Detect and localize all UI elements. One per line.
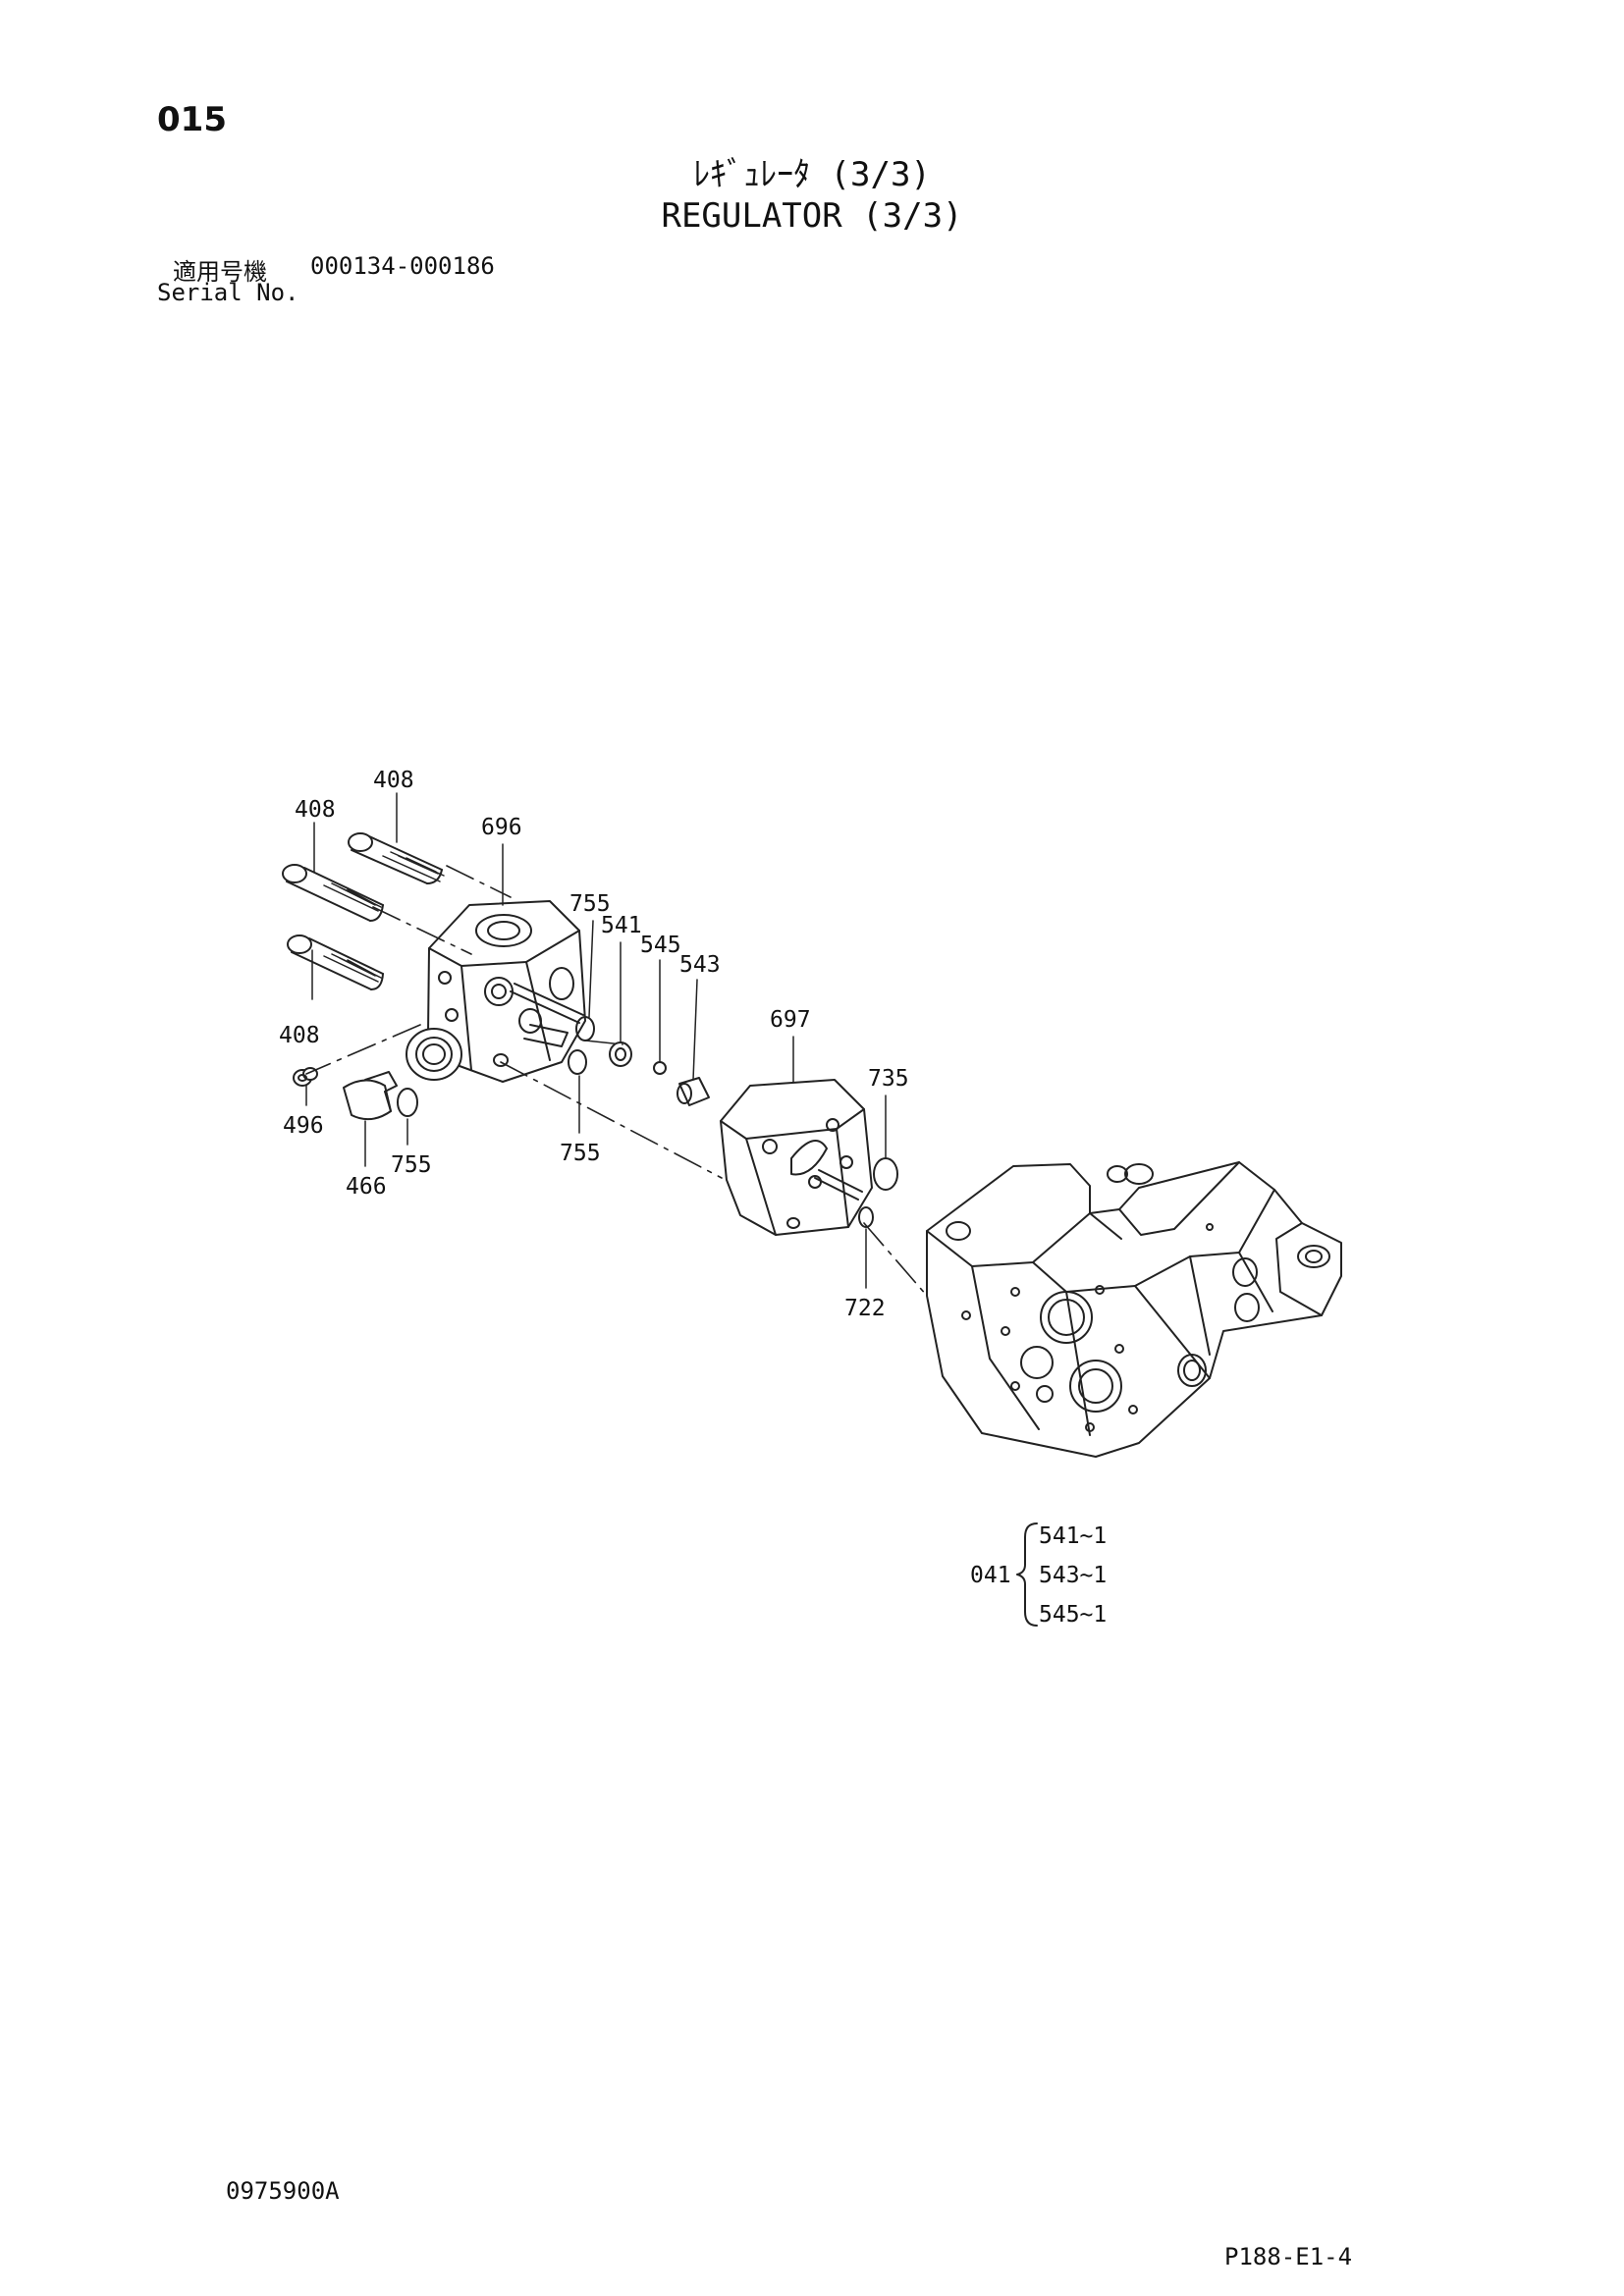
serial-label-english: Serial No. bbox=[157, 279, 299, 306]
callout-755-lower: 755 bbox=[560, 1141, 601, 1166]
bolt-408-lower bbox=[287, 934, 384, 990]
callout-696: 696 bbox=[481, 815, 522, 840]
oring-755-small bbox=[397, 1088, 418, 1117]
pin-shaft bbox=[510, 983, 584, 1024]
kit-item-543: 543~1 bbox=[1039, 1563, 1107, 1588]
page-number: 015 bbox=[157, 100, 227, 139]
leader-lines bbox=[305, 792, 887, 1289]
title-english: REGULATOR (3/3) bbox=[661, 196, 963, 236]
bolt-408-middle bbox=[282, 864, 384, 922]
serial-label-japanese: 適用号機 bbox=[173, 258, 267, 286]
center-lines bbox=[305, 865, 928, 1297]
sleeve-541 bbox=[609, 1041, 632, 1067]
callout-735: 735 bbox=[868, 1066, 909, 1092]
kit-item-541: 541~1 bbox=[1039, 1523, 1107, 1549]
cover-697 bbox=[720, 1079, 873, 1236]
bolt-408-top bbox=[348, 832, 445, 884]
callout-697: 697 bbox=[770, 1007, 811, 1033]
oring-735 bbox=[873, 1157, 898, 1191]
kit-number: 041 bbox=[970, 1563, 1011, 1588]
title-japanese: ﾚｷﾞｭﾚｰﾀ (3/3) bbox=[693, 155, 931, 194]
callout-466: 466 bbox=[346, 1174, 387, 1200]
callout-755-upper: 755 bbox=[569, 891, 611, 917]
callout-496: 496 bbox=[283, 1113, 324, 1139]
block-696 bbox=[406, 900, 586, 1083]
cover-pin bbox=[814, 1169, 863, 1201]
pump-housing bbox=[926, 1161, 1342, 1458]
callout-408-lower: 408 bbox=[279, 1023, 320, 1048]
callout-722: 722 bbox=[844, 1296, 886, 1321]
callout-541: 541 bbox=[601, 913, 642, 938]
kit-item-545: 545~1 bbox=[1039, 1602, 1107, 1628]
ball-545 bbox=[653, 1061, 667, 1075]
seat-543 bbox=[677, 1077, 710, 1106]
callout-408-middle: 408 bbox=[295, 797, 336, 823]
page-code: P188-E1-4 bbox=[1224, 2243, 1353, 2270]
oring-722 bbox=[858, 1206, 874, 1228]
callout-545: 545 bbox=[640, 933, 681, 958]
oring-755-b bbox=[568, 1049, 587, 1075]
serial-range: 000134-000186 bbox=[310, 252, 495, 280]
callout-755-small: 755 bbox=[391, 1152, 432, 1178]
callout-543: 543 bbox=[679, 952, 721, 978]
drawing-code: 0975900A bbox=[226, 2177, 340, 2205]
kit-041: 041 541~1 543~1 545~1 bbox=[970, 1522, 1107, 1628]
plug-466 bbox=[343, 1071, 398, 1121]
callout-408-top: 408 bbox=[373, 768, 414, 793]
